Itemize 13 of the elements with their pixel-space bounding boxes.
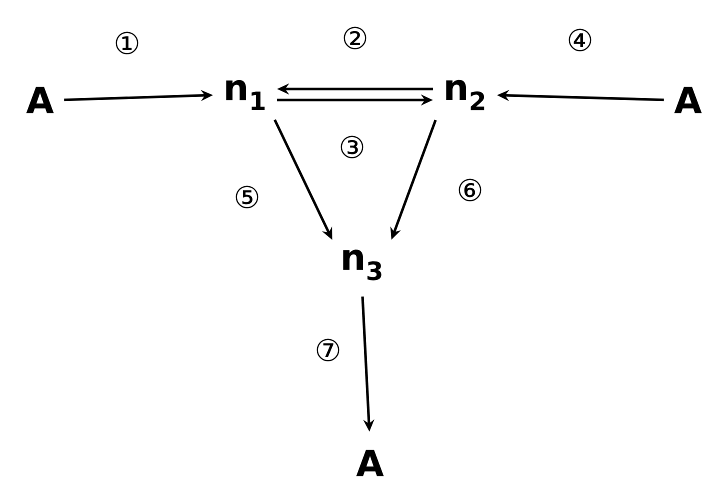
edge-label: ② xyxy=(340,26,370,50)
edge-label: ④ xyxy=(566,28,594,52)
node-label: A xyxy=(356,450,384,476)
edge-label: ① xyxy=(112,30,142,56)
node-label: n$_{1}$ xyxy=(226,80,265,110)
node-label: A xyxy=(674,86,702,114)
node-label: n$_{3}$ xyxy=(343,250,382,280)
node-label: A xyxy=(26,86,54,114)
edge-label: ⑤ xyxy=(232,184,262,210)
edge-label: ③ xyxy=(338,134,366,160)
node-label: n$_{2}$ xyxy=(446,80,484,110)
edge-label: ⑦ xyxy=(314,338,342,362)
edge-label: ⑥ xyxy=(456,178,484,202)
